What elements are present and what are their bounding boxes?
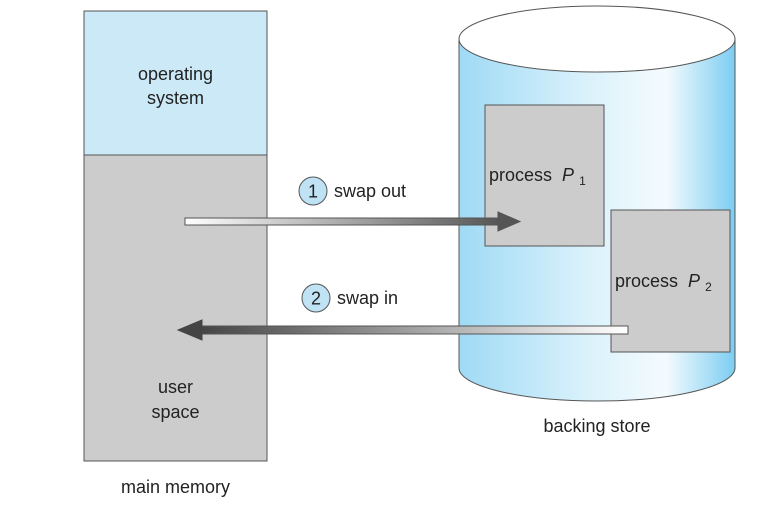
- user-space-label-line2: space: [151, 402, 199, 422]
- step-1-circle: [298, 176, 328, 206]
- backing-store: process P 1 process P 2: [458, 5, 736, 402]
- step-2-marker: 2: [301, 283, 331, 313]
- swap-in-arrowhead: [176, 319, 203, 341]
- os-label-line2: system: [147, 88, 204, 108]
- cylinder-top: [458, 5, 736, 73]
- swap-out-arrowhead: [497, 211, 522, 232]
- step-2-number: 2: [311, 289, 321, 309]
- user-space-label-line1: user: [158, 377, 193, 397]
- step-1-marker: 1: [298, 176, 328, 206]
- process-p1-label: process P 1: [489, 165, 586, 188]
- main-memory-caption: main memory: [121, 477, 230, 497]
- main-memory: operating system user space: [83, 10, 268, 462]
- swap-out-label: swap out: [334, 181, 406, 201]
- swap-in-arrow: [176, 319, 629, 341]
- step-2-circle: [301, 283, 331, 313]
- step-1-number: 1: [308, 182, 318, 202]
- swap-in-shaft: [199, 325, 629, 335]
- os-region: [83, 10, 268, 156]
- os-label-line1: operating: [138, 64, 213, 84]
- process-p2-box: [610, 209, 731, 353]
- swap-in-label: swap in: [337, 288, 398, 308]
- process-p2-label: process P 2: [615, 271, 712, 294]
- swap-out-arrow: [184, 211, 522, 232]
- swap-out-shaft: [184, 217, 501, 226]
- backing-store-caption: backing store: [543, 416, 650, 436]
- user-space-region: [83, 154, 268, 462]
